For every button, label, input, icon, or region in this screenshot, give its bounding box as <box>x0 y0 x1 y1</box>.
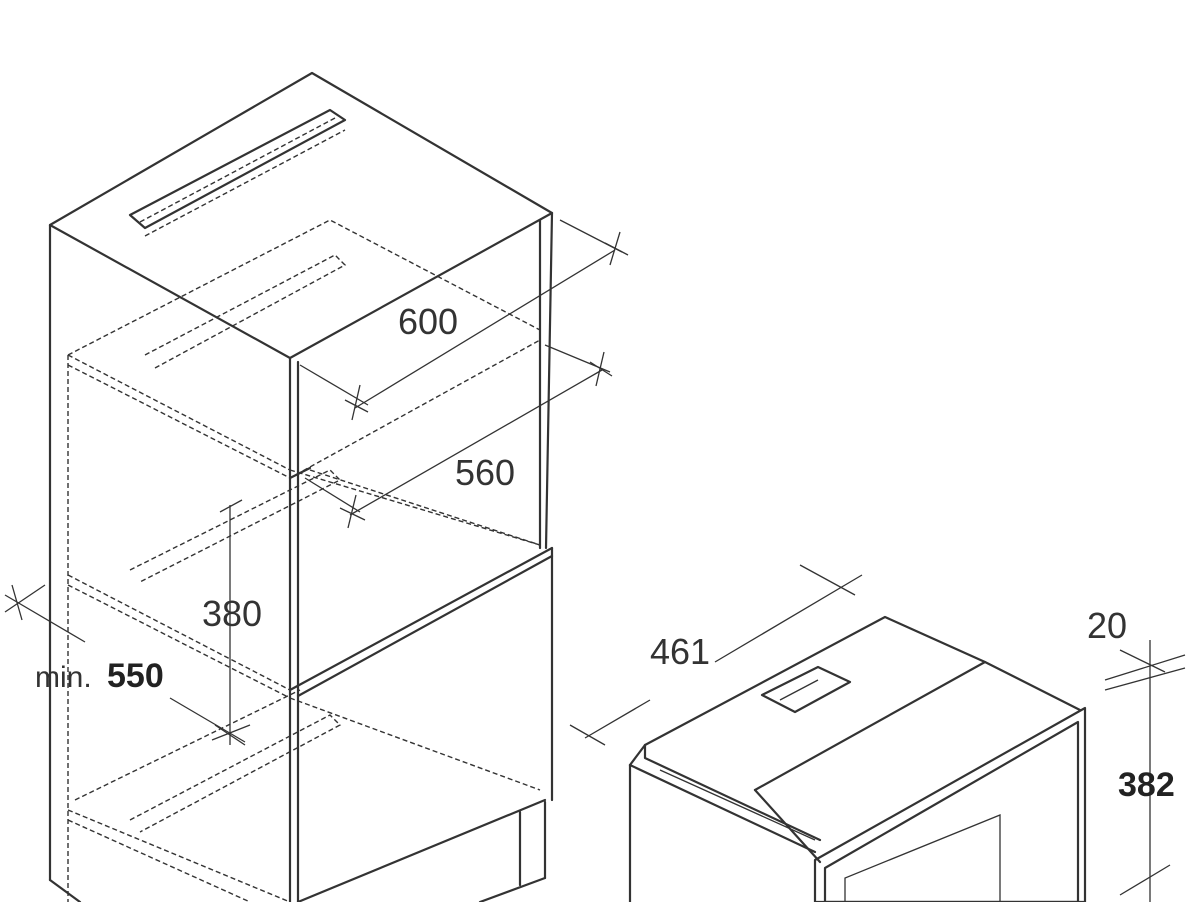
dimension-560: 560 <box>304 344 613 529</box>
dimension-label-461: 461 <box>650 631 710 672</box>
dimension-label-600: 600 <box>398 301 458 342</box>
dimension-380: 380 <box>202 499 262 746</box>
dimension-label-560: 560 <box>455 452 515 493</box>
drawer <box>628 615 1087 902</box>
dimension-600: 600 <box>299 219 629 421</box>
vent-slot <box>128 108 347 237</box>
dimension-461: 461 <box>569 564 863 746</box>
dimension-label-382: 382 <box>1118 766 1175 804</box>
dimension-label-min-prefix: min. <box>35 661 92 694</box>
cabinet <box>48 71 554 902</box>
dimension-min-550: min. 550 <box>4 584 246 743</box>
niche-outline <box>67 219 541 902</box>
dimension-label-550: 550 <box>107 657 164 695</box>
dimension-label-20: 20 <box>1087 605 1127 646</box>
dimension-label-380: 380 <box>202 593 262 634</box>
dimension-20-382: 20 382 <box>1087 605 1186 902</box>
